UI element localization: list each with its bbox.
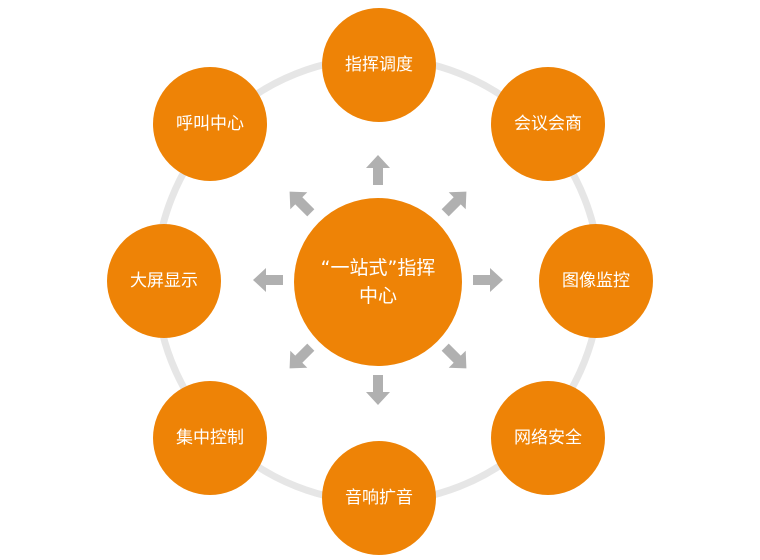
arrow-up-icon bbox=[366, 155, 390, 185]
node-conference: 会议会商 bbox=[491, 67, 605, 181]
node-label: 呼叫中心 bbox=[176, 114, 244, 134]
node-call-center: 呼叫中心 bbox=[153, 67, 267, 181]
arrow-up-right-icon bbox=[441, 191, 467, 217]
node-large-screen: 大屏显示 bbox=[107, 224, 221, 338]
arrow-up-left-icon bbox=[289, 191, 315, 217]
node-label: 指挥调度 bbox=[345, 55, 413, 75]
arrow-left-icon bbox=[253, 268, 283, 292]
node-network-security: 网络安全 bbox=[491, 381, 605, 495]
center-label: “一站式”指挥中心 bbox=[320, 257, 436, 307]
node-command-dispatch: 指挥调度 bbox=[322, 8, 436, 122]
node-label: 集中控制 bbox=[176, 428, 244, 448]
node-central-control: 集中控制 bbox=[153, 381, 267, 495]
node-label: 图像监控 bbox=[562, 271, 630, 291]
arrow-down-left-icon bbox=[289, 343, 315, 369]
node-video-surveillance: 图像监控 bbox=[539, 224, 653, 338]
node-label: 网络安全 bbox=[514, 428, 582, 448]
arrow-down-icon bbox=[366, 375, 390, 405]
arrow-layer bbox=[253, 155, 503, 405]
center-hub: “一站式”指挥中心 bbox=[294, 198, 462, 366]
node-audio-pa: 音响扩音 bbox=[322, 441, 436, 555]
node-label: 会议会商 bbox=[514, 114, 582, 134]
node-label: 音响扩音 bbox=[345, 488, 413, 508]
arrow-down-right-icon bbox=[441, 343, 467, 369]
arrow-right-icon bbox=[473, 268, 503, 292]
node-label: 大屏显示 bbox=[130, 271, 198, 291]
